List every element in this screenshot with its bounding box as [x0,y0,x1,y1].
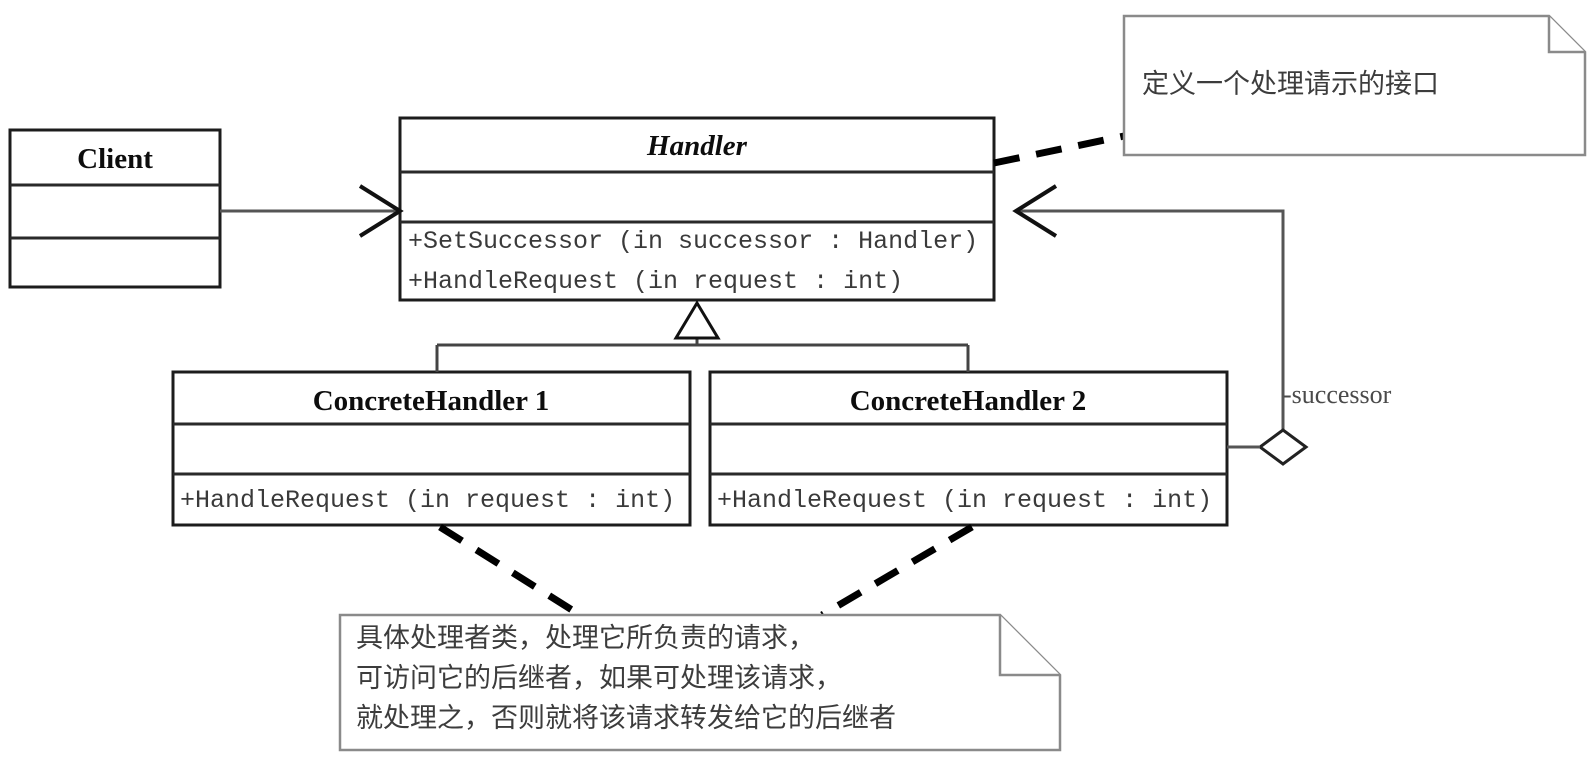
successor-arrowhead-icon [1012,184,1058,238]
client-class-name: Client [77,143,153,175]
handler-box-outline [398,116,996,302]
note-handler: 定义一个处理请示的接口 [1122,14,1587,157]
note-link-concrete1 [438,524,582,618]
note-concrete-fold-icon [998,615,1060,677]
handler-class-name: Handler [646,130,748,162]
concrete2-operation-1: +HandleRequest (in request : int) [717,486,1212,515]
association-client-handler [220,184,404,238]
note-concrete-line-3: 就处理之，否则就将该请求转发给它的后继者 [356,703,896,734]
note-concrete-line-1: 具体处理者类，处理它所负责的请求， [356,623,815,654]
client-handler-arrowhead-icon [358,184,404,238]
note-handler-fold-icon [1547,16,1585,54]
class-box-client[interactable]: Client [8,128,222,289]
note-handler-line-1: 定义一个处理请示的接口 [1142,69,1439,100]
class-box-concrete-handler-2[interactable]: ConcreteHandler 2 +HandleRequest (in req… [708,370,1229,527]
generalization-triangle-icon [673,300,721,340]
client-box-outline [8,128,222,289]
concrete1-box-outline [171,370,692,527]
note-concrete: 具体处理者类，处理它所负责的请求， 可访问它的后继者，如果可处理该请求， 就处理… [338,613,1062,752]
note-concrete-shape [338,613,1062,752]
concrete1-operation-1: +HandleRequest (in request : int) [180,486,675,515]
aggregation-diamond-icon [1257,428,1309,466]
successor-role-label: -successor [1283,380,1392,409]
successor-route [1016,209,1285,447]
note-concrete-line-2: 可访问它的后继者，如果可处理该请求， [356,663,842,694]
aggregation-successor-link: -successor [1012,184,1392,466]
class-box-handler[interactable]: Handler +SetSuccessor (in successor : Ha… [398,116,996,302]
note-link-concrete2 [820,523,974,619]
generalization-link [435,300,970,372]
concrete2-class-name: ConcreteHandler 2 [850,385,1087,417]
handler-operation-2: +HandleRequest (in request : int) [408,267,903,296]
note-link-handler [993,132,1125,167]
class-box-concrete-handler-1[interactable]: ConcreteHandler 1 +HandleRequest (in req… [171,370,692,527]
note-handler-shape [1122,14,1587,157]
handler-operation-1: +SetSuccessor (in successor : Handler) [408,227,978,256]
concrete1-class-name: ConcreteHandler 1 [313,385,550,417]
